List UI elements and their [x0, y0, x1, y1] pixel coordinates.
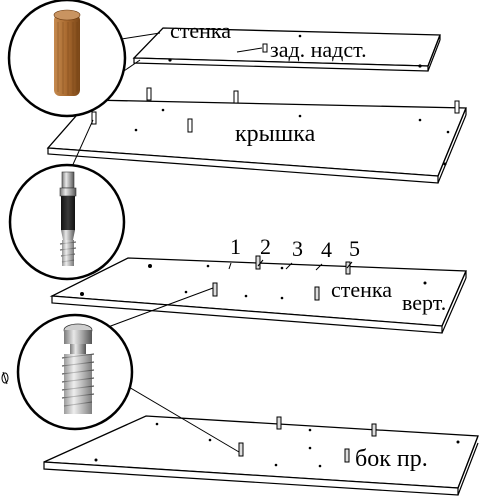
- small-key-icon: [1, 371, 9, 385]
- step-number: 1: [230, 234, 241, 259]
- cam-bolt-detail: [8, 163, 126, 281]
- label-stenka-top: стенка: [170, 18, 231, 43]
- cam-bolt-icon: [59, 171, 77, 266]
- label-kryshka: крышка: [235, 121, 316, 147]
- wooden-dowel-icon: [53, 9, 81, 96]
- label-zad-nadst: зад. надст.: [270, 37, 367, 62]
- label-stenka-mid: стенка: [331, 277, 392, 302]
- step-number: 2: [260, 234, 271, 259]
- panel-right-side: [43, 415, 479, 496]
- panel-lid: [46, 87, 467, 184]
- label-bok-pr: бок пр.: [355, 446, 428, 472]
- step-numbers: 1 2 3 4 5: [230, 234, 360, 262]
- panel-back-wall-top: [132, 27, 441, 72]
- step-number: 4: [321, 237, 332, 262]
- wooden-dowel-detail: [7, 0, 127, 118]
- cam-screw-icon: [61, 323, 95, 414]
- label-vert: верт.: [402, 290, 446, 315]
- step-number: 5: [349, 236, 360, 261]
- panel-vertical-wall: [49, 255, 467, 334]
- cam-screw-detail: [1, 313, 134, 431]
- step-number: 3: [292, 236, 303, 261]
